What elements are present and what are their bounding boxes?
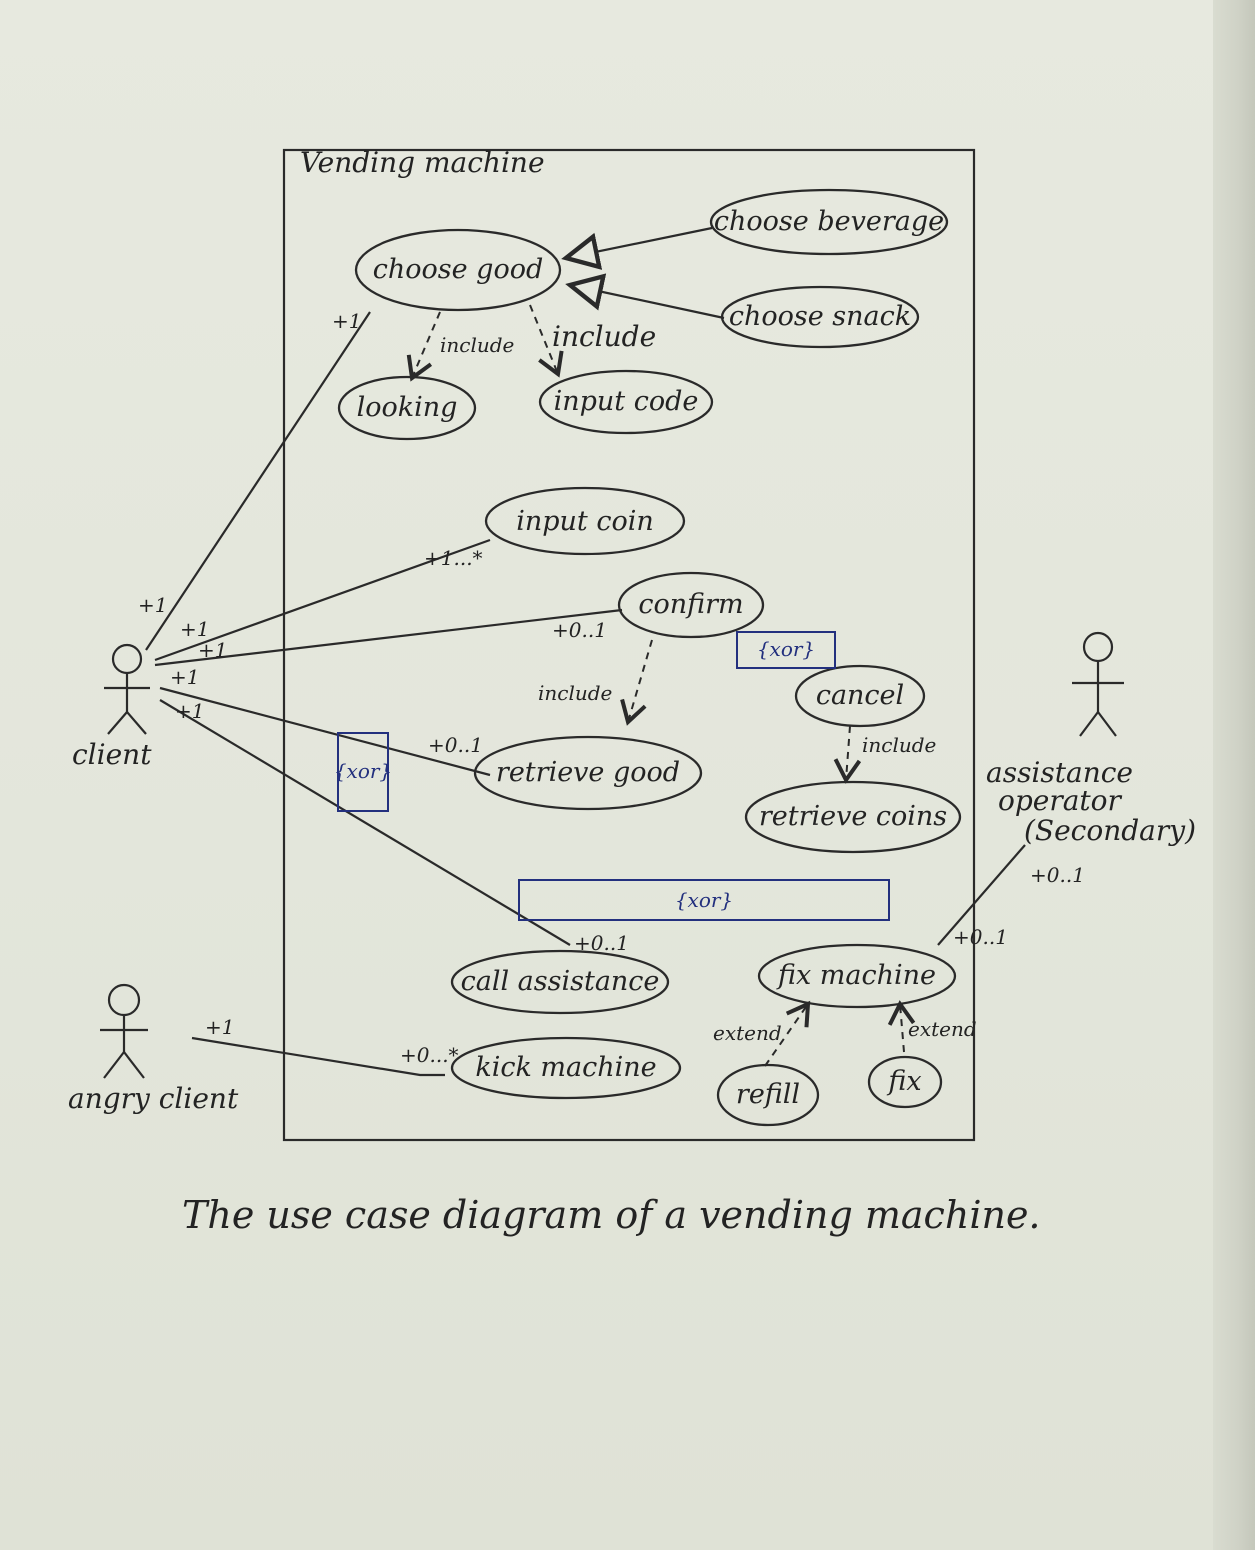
- mult-client-confirm: +1: [198, 638, 227, 662]
- label-operator-line3: (Secondary): [1024, 814, 1196, 847]
- usecase-confirm: [617, 571, 765, 639]
- usecase-choose-beverage: [709, 188, 949, 256]
- label-retrieve-good: retrieve good: [496, 757, 680, 788]
- assoc-client-retrieve-good: [159, 686, 491, 777]
- xor-box-confirm-cancel: [736, 631, 836, 669]
- label-refill: refill: [736, 1079, 800, 1110]
- label-call-assistance: call assistance: [461, 966, 660, 997]
- xor-assistance: {xor}: [675, 888, 733, 912]
- usecase-choose-snack: [720, 285, 920, 349]
- label-actor-angry-client: angry client: [68, 1082, 239, 1115]
- mult-confirm-end: +0..1: [552, 618, 607, 642]
- label-include-retrieve-coins: include: [862, 733, 936, 757]
- label-retrieve-coins: retrieve coins: [759, 801, 947, 832]
- usecase-choose-good: [354, 228, 562, 312]
- xor-box-assistance: [518, 879, 890, 921]
- mult-retrieve-good-end: +0..1: [428, 733, 483, 757]
- actor-client: [104, 643, 150, 735]
- usecase-cancel: [794, 664, 926, 728]
- assoc-client-choose-good: [145, 311, 371, 651]
- label-operator-line2: operator: [998, 784, 1123, 817]
- usecase-retrieve-coins: [744, 780, 962, 854]
- mult-call-assistance-end: +0..1: [574, 931, 629, 955]
- usecase-input-coin: [484, 486, 686, 556]
- label-include-looking: include: [440, 333, 514, 357]
- label-cancel: cancel: [816, 680, 904, 711]
- usecase-retrieve-good: [473, 735, 703, 811]
- system-boundary: [282, 148, 976, 1142]
- actor-assistance-operator: [1072, 631, 1124, 737]
- page-edge-shadow: [1213, 0, 1255, 1550]
- xor-confirm-cancel: {xor}: [757, 637, 815, 661]
- mult-client-input-coin: +1: [180, 617, 209, 641]
- mult-angry-client-end: +1: [205, 1015, 234, 1039]
- mult-fix-machine-end: +0..1: [953, 925, 1008, 949]
- mult-client-choose-good: +1: [138, 593, 167, 617]
- include-retrieve-good-arrow: [620, 639, 653, 726]
- usecase-looking: [337, 375, 477, 441]
- include-retrieve-coins-arrow: [833, 725, 862, 784]
- mult-client-retrieve-good: +1: [170, 665, 199, 689]
- label-kick-machine: kick machine: [475, 1052, 656, 1083]
- system-title: Vending machine: [300, 146, 545, 179]
- label-operator-line1: assistance: [986, 756, 1133, 789]
- assoc-client-input-coin: [154, 538, 491, 662]
- include-looking-arrow: [406, 311, 441, 382]
- xor-box-client-lines: [337, 732, 389, 812]
- assoc-angry-client-kick-machine: [191, 1036, 445, 1077]
- diagram-caption: The use case diagram of a vending machin…: [182, 1193, 1041, 1237]
- usecase-call-assistance: [450, 949, 670, 1015]
- label-extend-fix: extend: [908, 1017, 977, 1041]
- label-include-retrieve-good: include: [538, 681, 612, 705]
- mult-input-coin-end: +1...*: [424, 546, 483, 570]
- label-choose-good: choose good: [373, 254, 544, 285]
- mult-client-call-assistance: +1: [175, 699, 204, 723]
- label-include-input-code: include: [552, 320, 656, 353]
- mult-kick-machine-end: +0...*: [400, 1043, 459, 1067]
- usecase-fix-machine: [757, 943, 957, 1009]
- usecase-fix: [867, 1055, 943, 1109]
- assoc-client-confirm: [154, 608, 623, 667]
- generalization-choose-snack: [565, 273, 725, 320]
- usecase-input-code: [538, 369, 714, 435]
- label-input-coin: input coin: [516, 506, 654, 537]
- assoc-client-call-assistance: [159, 699, 571, 946]
- mult-choose-good-end: +1: [332, 309, 361, 333]
- label-choose-snack: choose snack: [729, 301, 911, 332]
- label-fix-machine: fix machine: [776, 960, 936, 991]
- generalization-choose-beverage: [561, 226, 713, 270]
- assoc-operator-fix-machine: [937, 844, 1026, 946]
- label-input-code: input code: [554, 386, 699, 417]
- label-fix: fix: [886, 1066, 921, 1097]
- label-confirm: confirm: [638, 589, 743, 620]
- xor-client-lines: {xor}: [334, 759, 392, 783]
- mult-operator-end: +0..1: [1030, 863, 1085, 887]
- actor-angry-client: [100, 983, 148, 1079]
- usecase-refill: [716, 1063, 820, 1127]
- extend-fix-arrow: [887, 1000, 916, 1053]
- label-choose-beverage: choose beverage: [714, 206, 944, 237]
- label-extend-refill: extend: [713, 1021, 782, 1045]
- label-actor-client: client: [72, 738, 152, 771]
- label-looking: looking: [357, 392, 458, 423]
- usecase-kick-machine: [450, 1036, 682, 1100]
